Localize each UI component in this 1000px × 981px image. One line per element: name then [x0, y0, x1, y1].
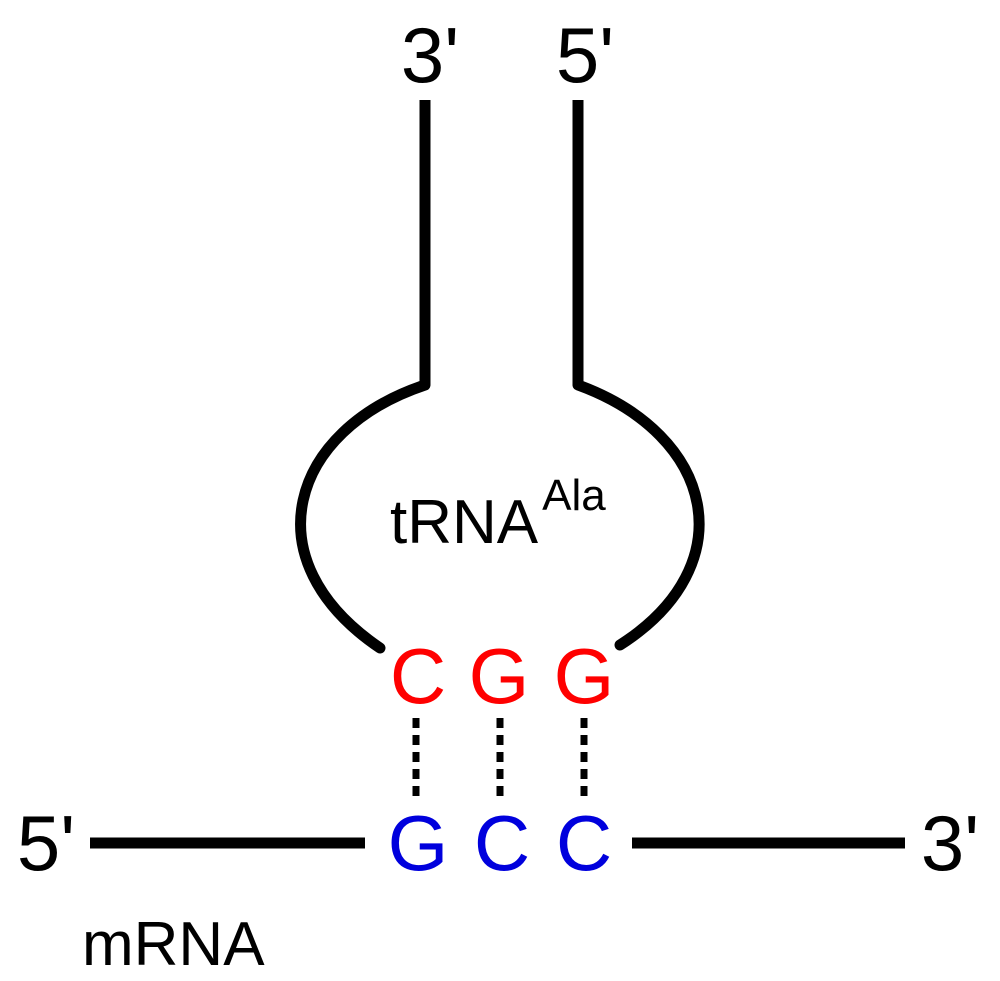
trna-5prime-label: 5'	[556, 11, 614, 99]
trna-loop-left	[295, 379, 431, 654]
codon-base-3: C	[556, 799, 612, 887]
codon-base-2: C	[474, 799, 530, 887]
anticodon-base-2: G	[469, 632, 530, 720]
trna-3prime-label: 3'	[401, 11, 459, 99]
mrna-5prime-label: 5'	[17, 799, 75, 887]
codon-base-1: G	[388, 799, 449, 887]
anticodon-base-3: G	[554, 632, 615, 720]
mrna-3prime-label: 3'	[921, 799, 979, 887]
trna-superscript: Ala	[542, 471, 606, 520]
trna-name: tRNA	[390, 488, 539, 557]
anticodon-base-1: C	[390, 632, 446, 720]
trna-loop-right	[572, 379, 705, 651]
trna-name-label: tRNA Ala	[390, 471, 606, 557]
mrna-name-label: mRNA	[82, 910, 265, 979]
